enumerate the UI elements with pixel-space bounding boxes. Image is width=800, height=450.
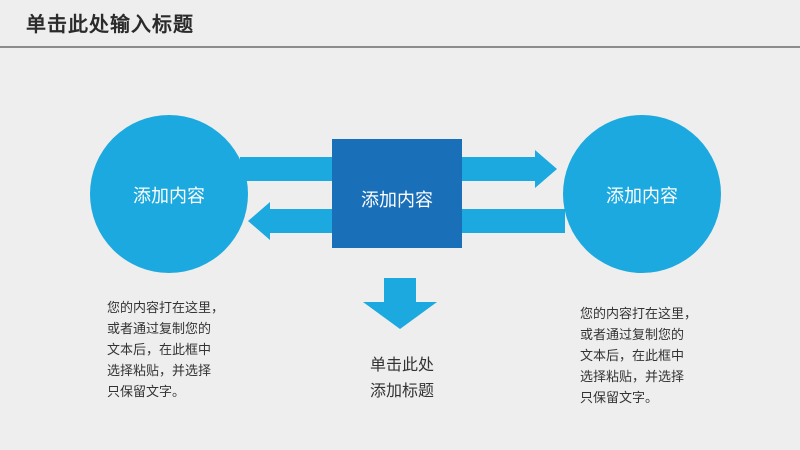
right-description: 您的内容打在这里， 或者通过复制您的 文本后，在此框中 选择粘贴，并选择 只保留… [580, 304, 697, 409]
slide-title: 单击此处输入标题 [26, 12, 194, 36]
title-divider [0, 46, 800, 48]
bottom-heading-line: 单击此处 [369, 355, 434, 374]
left-description-line: 选择粘贴，并选择 [107, 364, 212, 379]
center-box [332, 139, 462, 248]
right-circle [563, 115, 721, 273]
down-arrow [363, 278, 437, 329]
left-description: 您的内容打在这里， 或者通过复制您的 文本后，在此框中 选择粘贴，并选择 只保留… [107, 298, 224, 403]
bottom-heading: 单击此处 添加标题 [356, 352, 448, 404]
right-description-line: 选择粘贴，并选择 [580, 370, 685, 385]
right-description-line: 或者通过复制您的 [580, 328, 685, 343]
left-circle [90, 115, 248, 273]
right-description-line: 您的内容打在这里， [580, 307, 698, 322]
bottom-heading-line: 添加标题 [369, 381, 434, 400]
left-circle-label: 添加内容 [133, 186, 205, 207]
right-description-line: 只保留文字。 [580, 391, 659, 406]
left-description-line: 您的内容打在这里， [107, 301, 225, 316]
right-description-line: 文本后，在此框中 [580, 349, 685, 364]
right-circle-label: 添加内容 [606, 186, 678, 207]
left-description-line: 文本后，在此框中 [107, 343, 212, 358]
left-description-line: 或者通过复制您的 [107, 322, 212, 337]
left-description-line: 只保留文字。 [107, 385, 186, 400]
center-box-label: 添加内容 [361, 190, 433, 211]
